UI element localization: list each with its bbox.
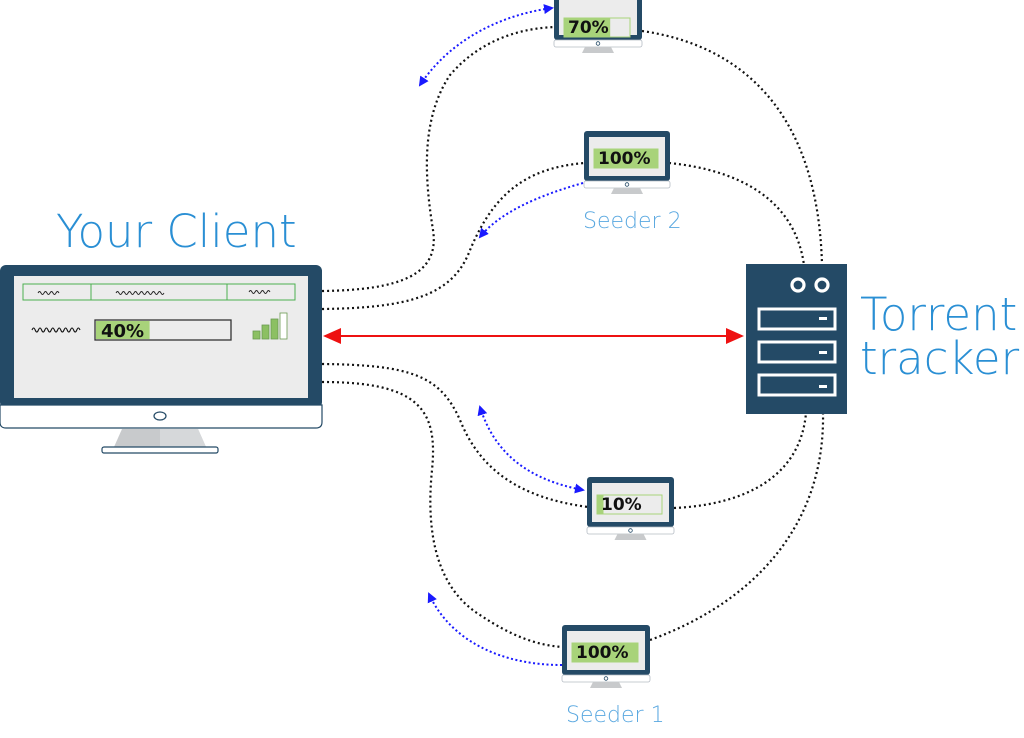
- tracker-drive-bay-3: [757, 373, 837, 397]
- peer-monitor-stand: [590, 682, 622, 688]
- tracker-drive-bay-2: [757, 340, 837, 364]
- peer-monitor-stand: [611, 188, 643, 194]
- signal-strength-icon: [252, 312, 288, 340]
- link-client-seeder-2: [321, 161, 586, 311]
- seeder-2-label: Seeder 2: [583, 209, 682, 234]
- peer-power-button: [595, 41, 601, 46]
- peer-monitor-chin: [586, 526, 675, 535]
- client-filename-squiggle: [31, 327, 81, 333]
- seeder-1-label: Seeder 1: [566, 703, 665, 728]
- tracker-label-line2: tracker: [860, 332, 1020, 385]
- client-progress-bar: 40%: [94, 319, 232, 342]
- link-client-seeder-1: [321, 380, 563, 649]
- tracker-status-dot-2: [814, 277, 830, 293]
- link-peer-bottom-tracker: [673, 412, 808, 510]
- peer-progress-fill: [564, 18, 611, 37]
- peer-progress-text: 10%: [601, 495, 642, 515]
- peer-monitor-peer-top[interactable]: 70%: [553, 0, 643, 53]
- data-flow-seeder-1: [427, 592, 563, 666]
- peer-monitor-stand: [614, 534, 647, 540]
- peer-progress-text: 100%: [598, 149, 651, 169]
- peer-monitor-chin: [561, 674, 651, 683]
- client-table-header: [22, 283, 296, 301]
- client-label: Your Client: [56, 205, 297, 258]
- link-seeder-1-tracker: [649, 412, 825, 642]
- data-flow-peer-bottom: [477, 405, 585, 494]
- header-squiggle-2: [115, 291, 165, 295]
- tracker-server-body: [746, 264, 847, 414]
- peer-monitor-seeder-2[interactable]: 100%: [583, 131, 671, 194]
- peer-monitor-chin: [553, 39, 643, 48]
- peer-progress-text: 100%: [576, 643, 629, 663]
- client-monitor[interactable]: 40%: [0, 265, 323, 454]
- link-seeder-2-tracker: [668, 161, 806, 266]
- header-squiggle-3: [248, 290, 271, 294]
- tracker-drive-bay-1: [757, 307, 837, 331]
- peer-monitor-chin: [583, 180, 671, 189]
- peer-power-button: [603, 676, 609, 681]
- tracker-status-dot-1: [790, 277, 806, 293]
- client-monitor-chin: [0, 404, 323, 429]
- peer-progress-fill: [594, 149, 658, 168]
- peer-progress-fill: [597, 495, 604, 514]
- signal-bar: [261, 324, 270, 340]
- client-progress-text: 40%: [101, 321, 144, 342]
- peer-monitor-seeder-1[interactable]: 100%: [561, 625, 651, 688]
- client-power-button: [153, 411, 167, 421]
- peer-power-button: [628, 528, 633, 533]
- signal-bar: [279, 312, 288, 340]
- data-flow-peer-top: [418, 4, 554, 87]
- tracker-server[interactable]: [746, 264, 847, 414]
- client-monitor-base: [101, 446, 219, 454]
- peer-monitor-stand: [582, 47, 614, 53]
- data-flow-seeder-2: [478, 182, 584, 239]
- peer-monitor-peer-bottom[interactable]: 10%: [586, 477, 675, 540]
- link-client-peer-bottom: [321, 362, 589, 509]
- client-progress-fill: [96, 321, 150, 339]
- header-squiggle-1: [37, 291, 60, 295]
- link-client-peer-top: [321, 25, 557, 293]
- signal-bar: [252, 330, 261, 340]
- signal-bar: [270, 318, 279, 340]
- peer-power-button: [624, 182, 630, 187]
- peer-progress-fill: [572, 643, 638, 662]
- peer-progress-text: 70%: [568, 18, 609, 38]
- tracker-label-line1: Torrent: [860, 288, 1018, 341]
